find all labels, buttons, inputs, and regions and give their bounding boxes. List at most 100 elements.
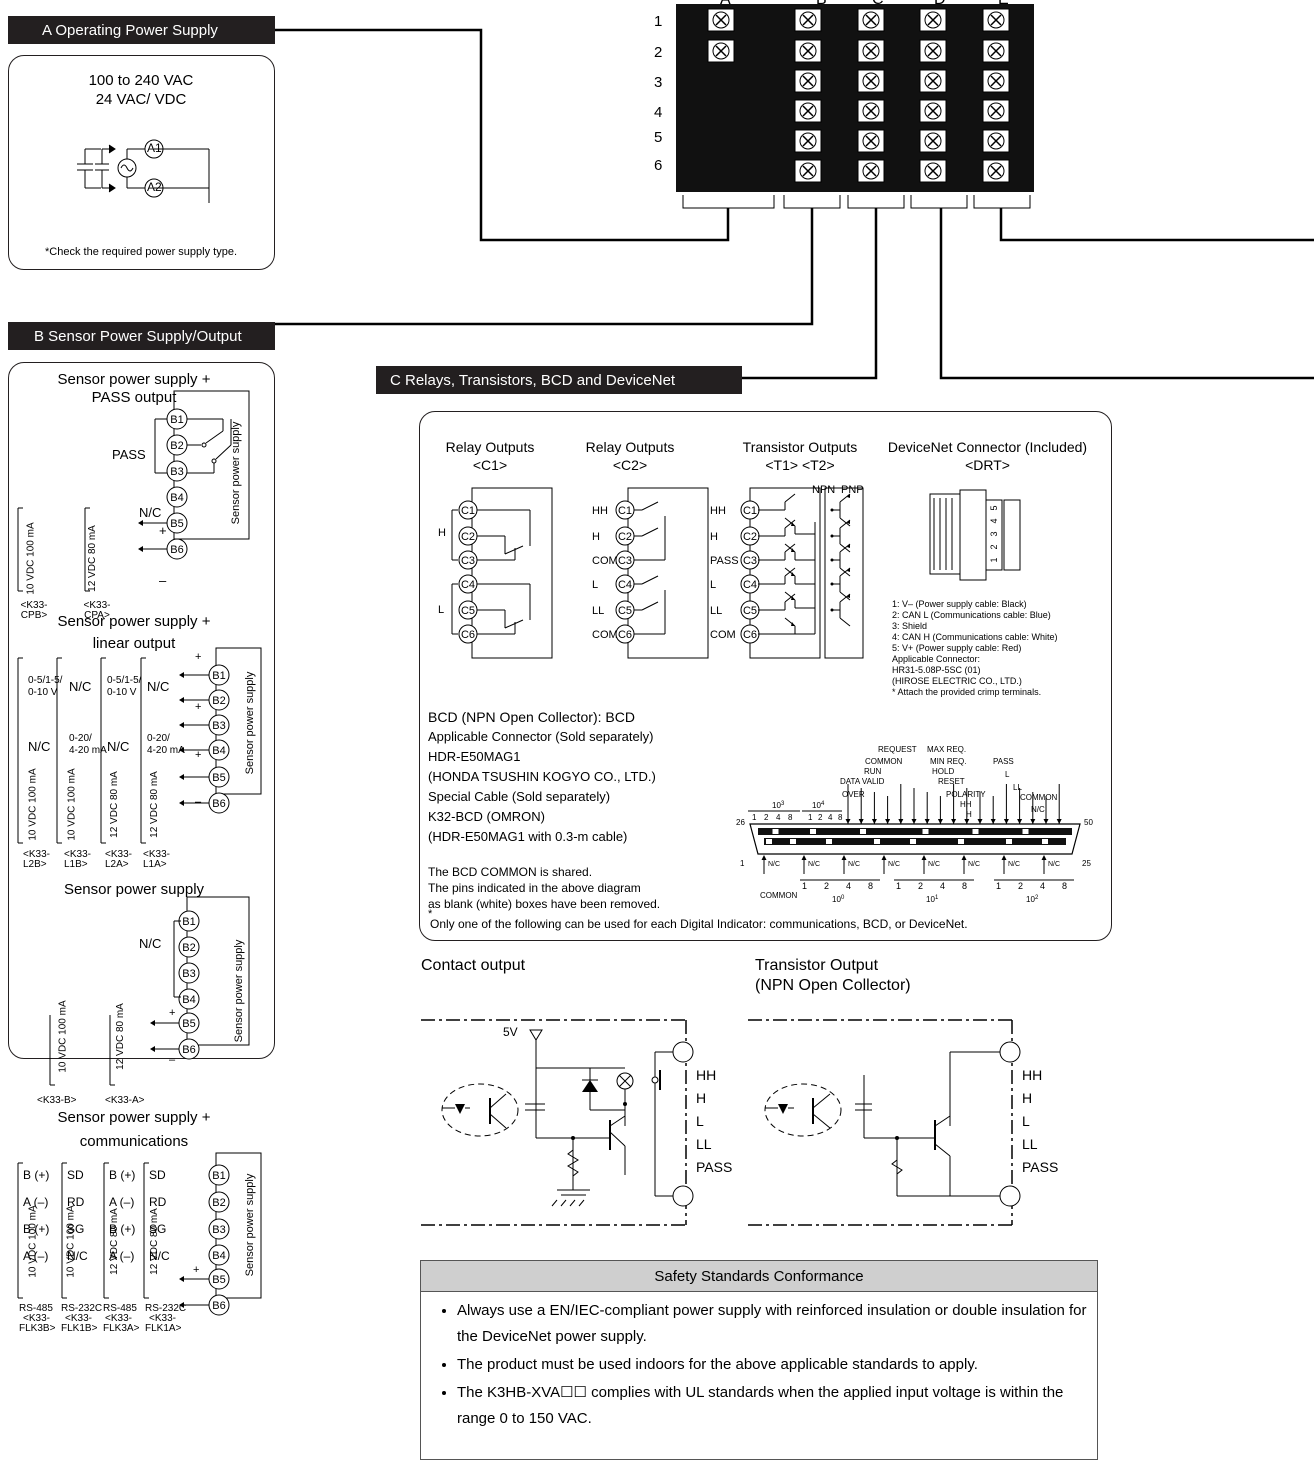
bcd-digit: 8 <box>868 881 873 891</box>
comm-v4: 12 VDC 80 mA <box>148 1208 160 1275</box>
transistor-label: PASS <box>710 555 739 567</box>
terminal-pin-label: B6 <box>182 1044 195 1056</box>
bcd-pin-number: 26 <box>736 818 745 827</box>
bcd-notes: The BCD COMMON is shared. The pins indic… <box>428 864 660 912</box>
arrow <box>138 546 143 552</box>
transistor-label: COM <box>710 629 736 641</box>
arrow <box>841 855 847 860</box>
screw-slot <box>865 14 877 26</box>
wire <box>839 493 851 503</box>
wire <box>839 567 851 577</box>
dn-terminals <box>1003 499 1021 571</box>
screw-slot <box>715 14 727 26</box>
terminal-pin-label: C6 <box>618 629 632 641</box>
arrow <box>801 855 807 860</box>
wire <box>641 601 659 611</box>
linear-m4b: L1A> <box>143 859 167 870</box>
c1-label-l: L <box>438 604 445 616</box>
bcd-digit: 1 <box>896 881 901 891</box>
screw-slot <box>927 45 939 57</box>
screw-slot <box>802 135 814 147</box>
leader-lines <box>275 28 1314 380</box>
wire <box>784 543 796 553</box>
wire <box>784 519 796 529</box>
sensor-power-supply-label: Sensor power supply <box>233 939 245 1042</box>
bcd-digit: 2 <box>1018 881 1023 891</box>
dot <box>830 582 834 586</box>
screw-slot <box>990 45 1002 57</box>
terminal-pin-label: B1 <box>170 414 183 426</box>
bcd-group: 10 <box>832 895 841 904</box>
transistor-label: HH <box>710 505 726 517</box>
comm-m2b: <K33- <box>65 1313 92 1324</box>
arrow <box>791 622 795 626</box>
bcd-line: BCD (NPN Open Collector): BCD <box>428 709 635 725</box>
c2-title-2: <C2> <box>612 457 648 473</box>
arrow <box>937 819 943 824</box>
terminal-pin-label: C4 <box>743 579 757 591</box>
bcd-group-exp: 2 <box>1035 895 1039 901</box>
polarity: + <box>169 1007 175 1019</box>
dot <box>830 558 834 562</box>
sps-m2: <K33-A> <box>105 1095 145 1106</box>
terminal-pin-label: C2 <box>461 531 475 543</box>
screw-slot <box>990 135 1002 147</box>
dn-title-2: <DRT> <box>965 457 1010 473</box>
contact-5v: 5V <box>503 1025 518 1039</box>
bcd-digit: 4 <box>828 813 833 822</box>
terminal-pin-label: C4 <box>461 579 475 591</box>
terminal-pin-label: B1 <box>212 1170 225 1182</box>
contact-label: LL <box>696 1136 712 1152</box>
leader-line-b <box>275 208 814 326</box>
bcd-line: Applicable Connector (Sold separately) <box>428 729 654 744</box>
pass-plus: + <box>159 523 167 538</box>
polarity: – <box>169 1054 176 1066</box>
npn-label: NPN <box>812 484 836 496</box>
terminal-pin-label: B5 <box>212 772 225 784</box>
pass-label: PASS <box>112 447 146 462</box>
dn-pin-number: 4 <box>989 518 999 523</box>
arrow <box>150 1046 155 1052</box>
arrow <box>924 819 930 824</box>
bcd-digit: 1 <box>752 813 757 822</box>
pin-a1: A1 <box>147 141 162 155</box>
arrow <box>179 747 184 753</box>
c1-label-h: H <box>438 527 446 539</box>
wire <box>504 545 524 555</box>
section-b-box: Sensor power supply + PASS output PASS N… <box>8 362 275 1334</box>
bcd-nc: N/C <box>848 861 860 868</box>
bcd-signal-label: DATA VALID <box>840 777 885 786</box>
linear-c4b: 4-20 mA <box>147 745 185 756</box>
dn-note: 5: V+ (Power supply cable: Red) <box>892 643 1022 653</box>
bcd-common: COMMON <box>760 891 798 900</box>
terminal-pin-label: C6 <box>743 629 757 641</box>
contact-output-labels: HH H L LL PASS <box>696 1064 732 1179</box>
arrow <box>179 672 184 678</box>
bcd-note: The BCD COMMON is shared. <box>428 865 593 879</box>
arrow <box>881 855 887 860</box>
comm-m3c: FLK3A> <box>103 1323 140 1334</box>
bcd-nc: N/C <box>768 861 780 868</box>
sensor-power-supply-label: Sensor power supply <box>244 671 256 774</box>
screw-slot <box>865 135 877 147</box>
bcd-digit: 2 <box>818 813 823 822</box>
pin-a2: A2 <box>147 180 162 194</box>
comm-v1: 10 VDC 100 mA <box>27 1205 39 1278</box>
dn-pin-number: 5 <box>989 505 999 510</box>
screw-slot <box>927 105 939 117</box>
terminal-pin-label: C1 <box>461 505 475 517</box>
contact <box>201 442 207 448</box>
terminal-pin-label: B3 <box>170 466 183 478</box>
pass-minus: – <box>159 573 167 588</box>
footnote-star: * <box>428 908 433 920</box>
dot <box>830 534 834 538</box>
arrow <box>179 722 184 728</box>
bcd-group-exp: 3 <box>781 801 785 807</box>
voltage-line-2: 24 VAC/ VDC <box>95 91 187 108</box>
pass-m2a: <K33- <box>83 600 111 611</box>
wire <box>205 430 224 444</box>
bcd-signal-label: N/C <box>1031 805 1045 814</box>
bcd-pin-number: 25 <box>1082 859 1091 868</box>
wire <box>839 543 851 553</box>
